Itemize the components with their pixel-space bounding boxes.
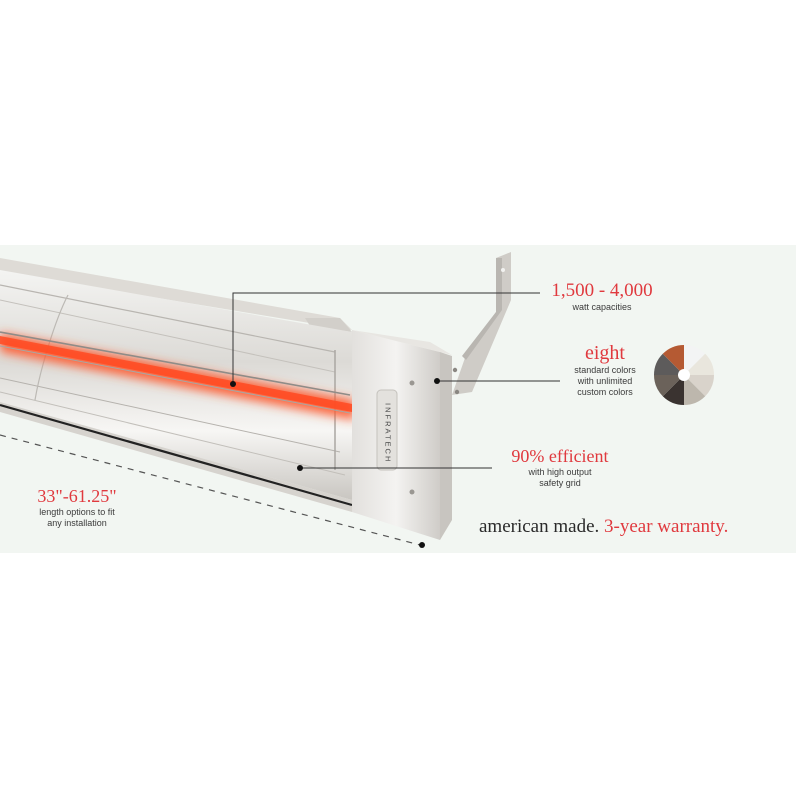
heater-top-rail (0, 258, 352, 330)
efficiency-callout: 90% efficient with high output safety gr… (500, 447, 620, 489)
color-wheel-icon (654, 345, 714, 405)
length-callout: 33"-61.25" length options to fit any ins… (20, 487, 134, 529)
colors-headline: eight (585, 342, 625, 364)
heater-illustration (0, 252, 714, 548)
tagline-american-made: american made. (479, 516, 600, 537)
colors-subtext-3: custom colors (577, 387, 633, 397)
brand-logo: INFRATECH (383, 402, 393, 464)
length-subtext-1: length options to fit (39, 507, 115, 517)
colors-subtext-2: with unlimited (577, 376, 633, 386)
colors-callout: eight standard colors with unlimited cus… (562, 343, 648, 398)
tagline-warranty: 3-year warranty. (604, 516, 729, 537)
efficiency-headline: 90% efficient (511, 446, 609, 466)
wattage-headline: 1,500 - 4,000 (551, 280, 653, 301)
wattage-subtext: watt capacities (572, 302, 632, 312)
heating-element-glow (0, 336, 352, 412)
wall-bracket (452, 252, 511, 395)
length-subtext-2: any installation (47, 518, 107, 528)
efficiency-subtext-1: with high output (528, 467, 592, 477)
wattage-leader-line (232, 292, 540, 384)
efficiency-subtext-2: safety grid (539, 478, 581, 488)
length-dimension-line (0, 434, 421, 546)
wattage-callout: 1,500 - 4,000 watt capacities (540, 281, 664, 313)
tagline: american made. 3-year warranty. (479, 516, 728, 538)
product-feature-banner: INFRATECH 1,500 - 4,000 watt capacities … (0, 245, 796, 553)
length-headline: 33"-61.25" (37, 486, 117, 506)
colors-subtext-1: standard colors (574, 365, 636, 375)
heater-bottom-slot (0, 403, 353, 507)
